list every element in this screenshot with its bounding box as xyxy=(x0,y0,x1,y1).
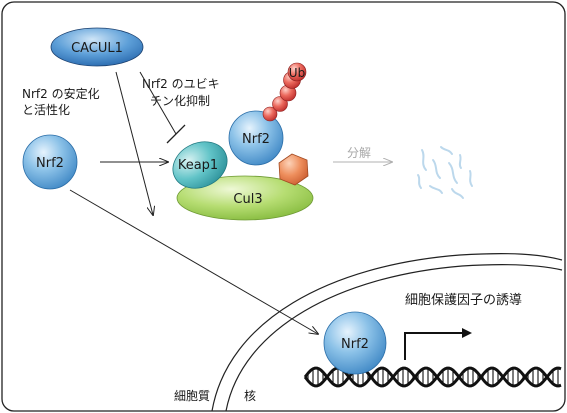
stabilization-text-1: Nrf2 の安定化 xyxy=(22,86,100,101)
nrf2-nucleus-protein xyxy=(323,311,387,375)
ubiquitin-top xyxy=(287,62,307,82)
cytoplasm-label: 細胞質 xyxy=(174,388,210,403)
ubiquitin-bead xyxy=(262,106,278,122)
nrf2-free-protein xyxy=(22,134,78,190)
ubiquitination-text-2: チン化抑制 xyxy=(150,93,210,108)
ubiquitination-text-1: Nrf2 のユビキ xyxy=(142,77,220,91)
nrf2-nucleus-label: Nrf2 xyxy=(341,337,369,352)
ubiquitin-label: Ub xyxy=(289,66,305,80)
dna-helix xyxy=(303,366,562,388)
inhibition-line xyxy=(139,71,177,135)
degradation-label: 分解 xyxy=(347,146,371,160)
transcription-arrow xyxy=(404,328,472,360)
nrf2-bound-label: Nrf2 xyxy=(242,132,270,147)
arrow-nrf2-to-nucleus xyxy=(69,189,318,334)
nuclear-membrane-outer xyxy=(211,253,563,412)
degraded-fragments xyxy=(417,146,473,199)
nrf2-free-label: Nrf2 xyxy=(36,156,64,171)
nrf2-bound-protein xyxy=(228,110,284,166)
ubiquitin-bead xyxy=(272,96,288,112)
inhibition-bar xyxy=(166,124,186,144)
keap1-label: Keap1 xyxy=(178,158,218,173)
nucleus-label: 核 xyxy=(244,389,256,403)
nuclear-membrane-inner xyxy=(225,264,563,412)
induction-label: 細胞保護因子の誘導 xyxy=(405,292,522,308)
cul3-protein xyxy=(176,175,314,221)
cul3-label: Cul3 xyxy=(233,192,262,207)
cacul1-label: CACUL1 xyxy=(71,41,123,56)
stabilization-text-2: と活性化 xyxy=(22,103,70,117)
cacul1-protein xyxy=(50,27,144,67)
arrow-cacul1-stabilization xyxy=(115,71,153,215)
orange-hexagon-protein xyxy=(278,153,309,186)
keap1-protein xyxy=(172,141,228,189)
